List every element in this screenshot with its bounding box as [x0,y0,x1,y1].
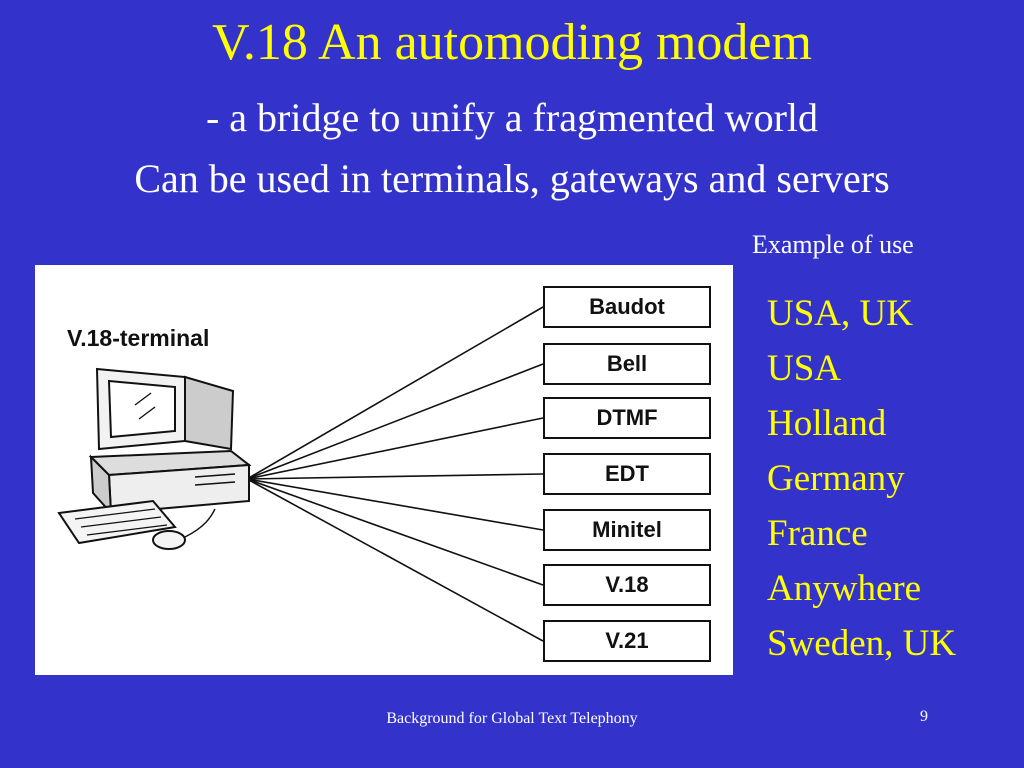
country-item: France [767,513,868,554]
example-of-use-label: Example of use [752,230,914,259]
country-item: Holland [767,403,887,444]
country-item: Anywhere [767,568,922,609]
protocol-box-dtmf: DTMF [543,397,711,439]
footer-text: Background for Global Text Telephony [386,710,638,727]
connection-line-dtmf [246,417,544,480]
country-item: USA [767,348,842,389]
connection-line-v21 [246,478,544,642]
country-item: Germany [767,458,905,499]
terminal-label: V.18-terminal [67,325,210,351]
country-item: Sweden, UK [767,623,957,664]
protocol-box-v21: V.21 [543,620,711,662]
slide-subtitle-2: Can be used in terminals, gateways and s… [134,156,890,201]
connection-line-bell [246,363,544,480]
connection-lines [246,306,544,642]
diagram-graphics [57,306,544,642]
protocol-box-baudot: Baudot [543,286,711,328]
protocol-box-edt: EDT [543,453,711,495]
country-item: USA, UK [767,293,913,334]
slide-title: V.18 An automoding modem [212,14,812,71]
terminal-protocol-diagram: V.18-terminal Baudot Bell DTMF EDT Minit… [35,265,733,675]
country-list: USA, UK USA Holland Germany France Anywh… [767,292,956,677]
protocol-box-v18: V.18 [543,564,711,606]
connection-line-edt [246,473,544,480]
connection-line-baudot [246,306,544,480]
protocol-box-bell: Bell [543,343,711,385]
connection-line-v18 [246,478,544,586]
slide-subtitle-1: - a bridge to unify a fragmented world [205,95,818,140]
protocol-box-minitel: Minitel [543,509,711,551]
computer-icon [57,367,252,550]
connection-line-minitel [246,478,544,531]
page-number: 9 [920,708,928,725]
